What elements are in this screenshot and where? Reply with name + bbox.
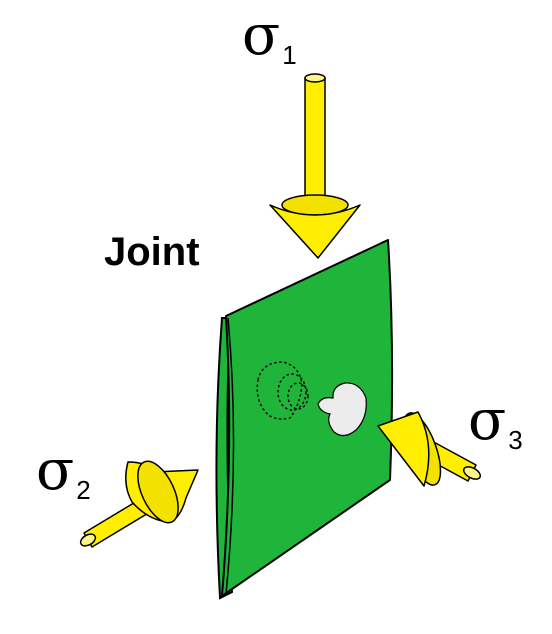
hidden-cavity-inner bbox=[287, 382, 309, 410]
sigma-1-arrow-cone bbox=[269, 204, 361, 259]
sigma-3-symbol: σ bbox=[468, 388, 507, 453]
joint-plate bbox=[215, 239, 394, 600]
joint-label: Joint bbox=[104, 230, 200, 274]
joint-plate-fold bbox=[225, 317, 235, 595]
hidden-cavity-outline bbox=[256, 361, 309, 420]
sigma-3-label: σ3 bbox=[468, 393, 523, 454]
sigma-3-arrow-shaft-end bbox=[462, 466, 482, 480]
sigma-2-arrow bbox=[79, 460, 199, 548]
sigma-1-arrow-shaft bbox=[304, 77, 326, 201]
sigma-1-symbol: σ bbox=[242, 3, 281, 68]
sigma-2-label: σ2 bbox=[36, 443, 91, 504]
sigma-2-arrow-shaft-end bbox=[79, 533, 97, 547]
joint-cavity bbox=[317, 382, 367, 437]
sigma-1-subscript: 1 bbox=[282, 40, 297, 70]
sigma-1-label: σ1 bbox=[242, 8, 297, 69]
sigma-3-subscript: 3 bbox=[508, 425, 523, 455]
sigma-1-arrow-shaft-end bbox=[304, 73, 326, 83]
sigma-2-symbol: σ bbox=[36, 438, 75, 503]
joint-plate-face bbox=[221, 239, 394, 597]
sigma-3-arrow bbox=[377, 411, 482, 487]
sigma-3-arrow-cone bbox=[377, 411, 430, 487]
sigma-2-subscript: 2 bbox=[76, 475, 91, 505]
sigma-2-arrow-collar bbox=[137, 460, 179, 524]
sigma-1-arrow bbox=[269, 73, 361, 259]
hidden-cavity-middle bbox=[277, 373, 307, 411]
hidden-cavity-outer bbox=[256, 361, 303, 420]
